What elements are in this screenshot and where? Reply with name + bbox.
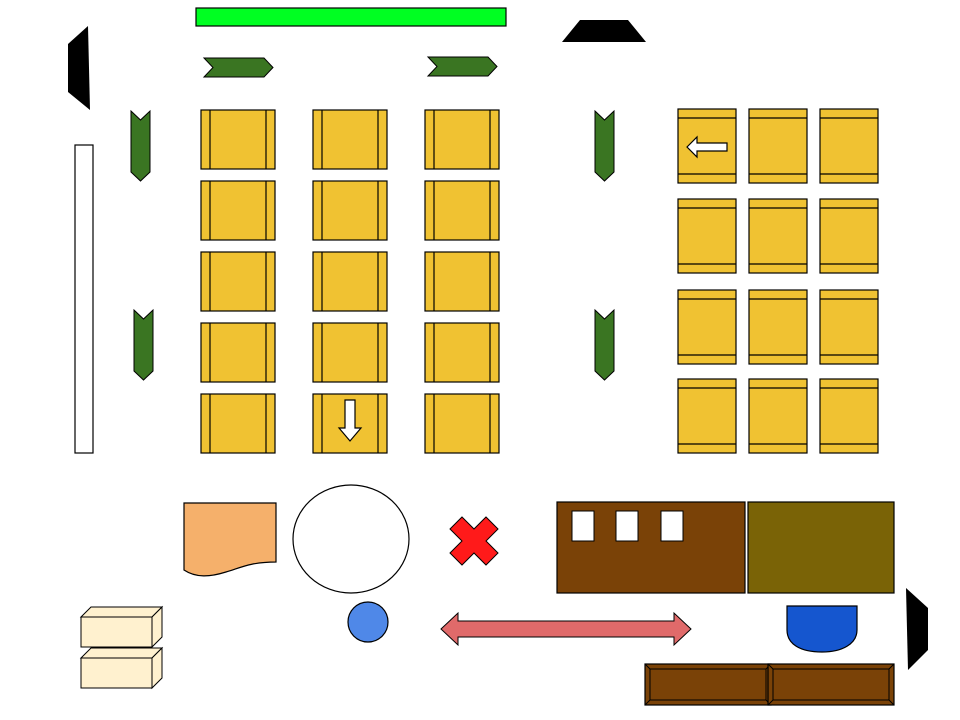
seat xyxy=(819,378,879,454)
green-pointer-down xyxy=(594,109,615,182)
green-pointer-down xyxy=(130,109,151,182)
seat xyxy=(677,289,737,365)
white-circle xyxy=(292,484,410,594)
seat xyxy=(312,180,388,241)
peach-document-shape xyxy=(183,502,277,577)
seat xyxy=(424,180,500,241)
seat xyxy=(312,109,388,170)
arrow-down-icon xyxy=(337,399,363,442)
arrow-left-icon xyxy=(686,135,728,159)
black-trapezoid-top xyxy=(562,20,646,42)
brown-bench xyxy=(767,663,895,706)
cream-box xyxy=(79,646,164,690)
green-pointer-row xyxy=(202,56,498,78)
window-square xyxy=(571,510,595,542)
seat xyxy=(312,322,388,383)
blue-circle xyxy=(347,601,389,643)
seat-block-right xyxy=(677,108,879,454)
white-strip xyxy=(74,144,94,454)
seat xyxy=(200,322,276,383)
seat xyxy=(424,393,500,454)
seat xyxy=(424,251,500,312)
blue-bowl-shape xyxy=(786,605,858,653)
green-pointer-down xyxy=(133,308,154,381)
seat xyxy=(819,289,879,365)
black-trapezoid-left xyxy=(68,26,90,110)
seat xyxy=(748,289,808,365)
x-mark-icon xyxy=(449,516,499,566)
double-arrow-icon xyxy=(440,611,692,647)
cream-box-stack xyxy=(79,605,164,690)
brown-bench-row xyxy=(644,663,895,706)
white-window-squares xyxy=(571,510,684,542)
seat xyxy=(819,108,879,184)
seat xyxy=(819,198,879,274)
seat xyxy=(677,198,737,274)
seat xyxy=(200,180,276,241)
window-square xyxy=(660,510,684,542)
seat xyxy=(312,251,388,312)
olive-board xyxy=(747,501,895,594)
green-bar xyxy=(195,7,507,27)
green-pointer-right xyxy=(426,56,498,77)
green-pointer-down xyxy=(594,308,615,381)
green-pointer-right xyxy=(202,57,274,78)
seat xyxy=(677,378,737,454)
seat xyxy=(748,378,808,454)
seat xyxy=(200,251,276,312)
green-pointer-column xyxy=(130,109,615,381)
seat-block-left xyxy=(200,109,500,454)
seat xyxy=(748,108,808,184)
seat xyxy=(748,198,808,274)
cream-box xyxy=(79,605,164,649)
window-square xyxy=(615,510,639,542)
black-trapezoid-right xyxy=(906,588,928,670)
seat xyxy=(424,322,500,383)
brown-bench xyxy=(644,663,772,706)
seat xyxy=(424,109,500,170)
seat xyxy=(200,109,276,170)
seat xyxy=(200,393,276,454)
